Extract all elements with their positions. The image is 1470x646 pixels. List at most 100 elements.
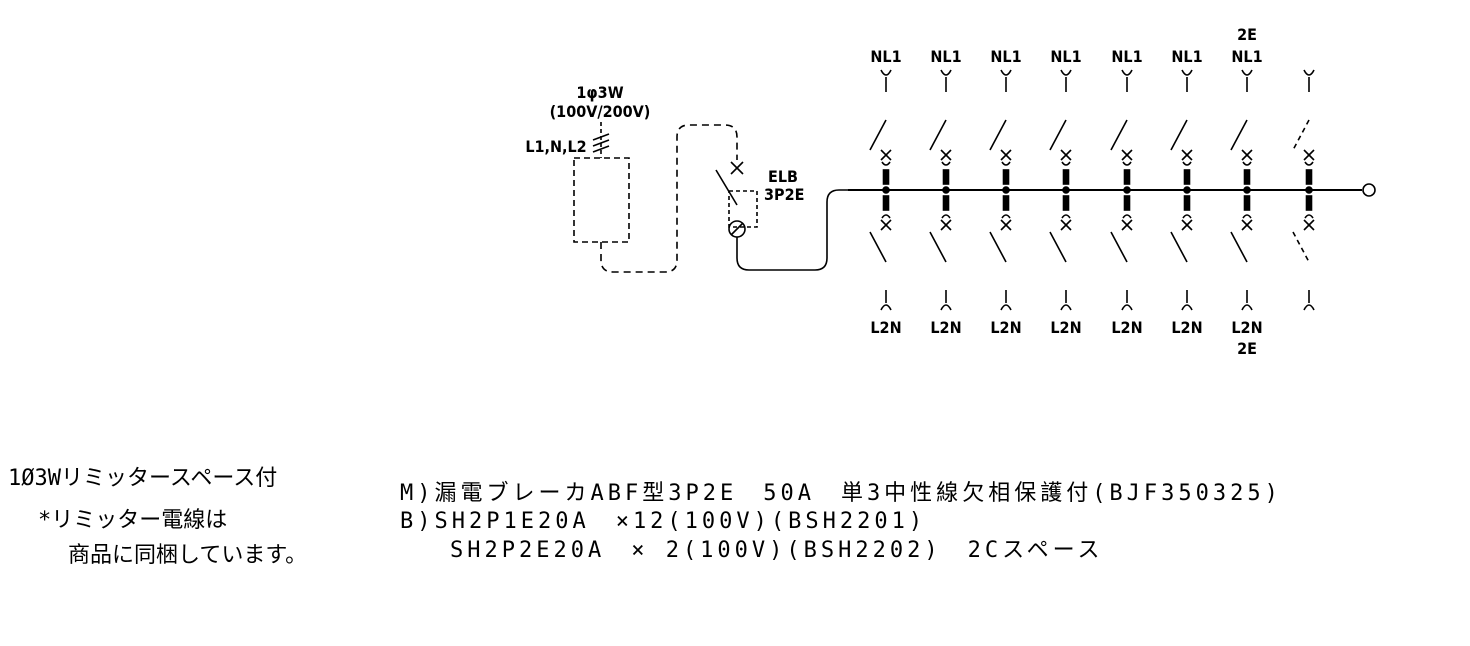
branch-breaker-symbol	[929, 69, 952, 311]
top-switch-blade	[929, 119, 947, 151]
bottom-switch-blade	[1230, 231, 1248, 263]
top-terminal	[1060, 69, 1072, 76]
pole-block	[942, 195, 950, 211]
contact-mark	[1181, 149, 1193, 161]
incoming-feeder	[592, 122, 610, 158]
branch-bottom-label: L2N	[870, 318, 901, 337]
spec-branch-line1: B)SH2P1E20A ×12(100V)(BSH2201)	[400, 509, 927, 534]
bus-junction	[1183, 186, 1191, 194]
pole-block	[942, 169, 950, 185]
bottom-terminal	[880, 304, 892, 311]
pole-block	[1183, 169, 1191, 185]
bottom-switch-blade	[1292, 231, 1310, 263]
bottom-switch-blade	[869, 231, 887, 263]
source-phase-label: 1φ3W	[576, 83, 623, 102]
pole-block	[1002, 195, 1010, 211]
pole-block	[1062, 195, 1070, 211]
bottom-terminal	[1060, 304, 1072, 311]
branch-bottom-extra-label: 2E	[1237, 339, 1257, 358]
branch-circuit: NL1 L2N	[929, 47, 962, 337]
contact-mark	[1121, 149, 1133, 161]
bottom-switch-blade	[1110, 231, 1128, 263]
top-switch-blade	[869, 119, 887, 151]
spec-main-breaker-line: M)漏電ブレーカABF型3P2E 50A 単3中性線欠相保護付(BJF35032…	[400, 481, 1282, 506]
top-terminal	[1303, 69, 1315, 76]
top-switch-blade	[1230, 119, 1248, 151]
bottom-terminal	[940, 304, 952, 311]
contact-arc	[941, 161, 951, 166]
branch-top-label: NL1	[870, 47, 901, 66]
pole-block	[1123, 195, 1131, 211]
branch-top-label: NL1	[1050, 47, 1081, 66]
contact-arc	[1001, 161, 1011, 166]
bus-junction	[1002, 186, 1010, 194]
bus-junction	[1123, 186, 1131, 194]
contact-arc	[1182, 161, 1192, 166]
source-conductors-label: L1,N,L2	[525, 137, 586, 156]
contact-mark	[1241, 149, 1253, 161]
top-switch-blade	[1292, 119, 1310, 151]
branch-circuit: 2E NL1 L2N 2E	[1230, 25, 1263, 358]
bottom-terminal	[1121, 304, 1133, 311]
top-terminal	[880, 69, 892, 76]
contact-mark	[1060, 219, 1072, 231]
pole-block	[1305, 169, 1313, 185]
contact-mark	[1303, 219, 1315, 231]
bottom-switch-blade	[1049, 231, 1067, 263]
contact-arc	[1061, 214, 1071, 219]
busbar-end-terminal	[1362, 183, 1376, 197]
contact-mark	[940, 219, 952, 231]
branch-breaker-symbol	[989, 69, 1012, 311]
branch-circuit: NL1 L2N	[869, 47, 902, 337]
branch-bottom-label: L2N	[1171, 318, 1202, 337]
contact-arc	[1122, 214, 1132, 219]
bus-junction	[1243, 186, 1251, 194]
pole-block	[1002, 169, 1010, 185]
contact-arc	[1304, 161, 1314, 166]
contact-mark	[1060, 149, 1072, 161]
contact-arc	[1182, 214, 1192, 219]
pole-block	[1305, 195, 1313, 211]
contact-arc	[881, 161, 891, 166]
pole-block	[1243, 169, 1251, 185]
limiter-to-elb-dashed-wire	[600, 124, 738, 273]
bottom-terminal	[1241, 304, 1253, 311]
branch-top-label: NL1	[1231, 47, 1262, 66]
branch-breaker-symbol	[1110, 69, 1133, 311]
branch-top-label: NL1	[1111, 47, 1142, 66]
branch-breaker-symbol	[869, 69, 892, 311]
pole-block	[882, 195, 890, 211]
pole-block	[882, 169, 890, 185]
bus-junction	[882, 186, 890, 194]
limiter-space-box	[573, 157, 630, 243]
branch-top-label: NL1	[930, 47, 961, 66]
contact-arc	[1304, 214, 1314, 219]
elb-label-line1: ELB	[768, 167, 798, 186]
contact-mark	[940, 149, 952, 161]
branch-bottom-label: L2N	[1231, 318, 1262, 337]
branch-breaker-symbol	[1049, 69, 1072, 311]
bottom-terminal	[1000, 304, 1012, 311]
branch-breaker-symbol	[1170, 69, 1193, 311]
bus-junction	[1305, 186, 1313, 194]
top-switch-blade	[1170, 119, 1188, 151]
contact-mark	[1000, 219, 1012, 231]
source-voltage-label: (100V/200V)	[550, 102, 651, 121]
contact-arc	[941, 214, 951, 219]
branch-top-extra-label: 2E	[1237, 25, 1257, 44]
top-terminal	[1241, 69, 1253, 76]
branch-circuit	[1292, 69, 1315, 311]
limiter-note-line1: 1Ø3Wリミッタースペース付	[8, 466, 278, 491]
contact-mark	[1181, 219, 1193, 231]
spec-branch-line2: SH2P2E20A × 2(100V)(BSH2202) 2Cスペース	[450, 538, 1104, 563]
branch-bottom-label: L2N	[990, 318, 1021, 337]
top-terminal	[1121, 69, 1133, 76]
top-terminal	[1000, 69, 1012, 76]
branch-breaker-symbol	[1230, 69, 1253, 311]
pole-block	[1123, 169, 1131, 185]
contact-arc	[1061, 161, 1071, 166]
pole-block	[1062, 169, 1070, 185]
branch-bottom-label: L2N	[1111, 318, 1142, 337]
